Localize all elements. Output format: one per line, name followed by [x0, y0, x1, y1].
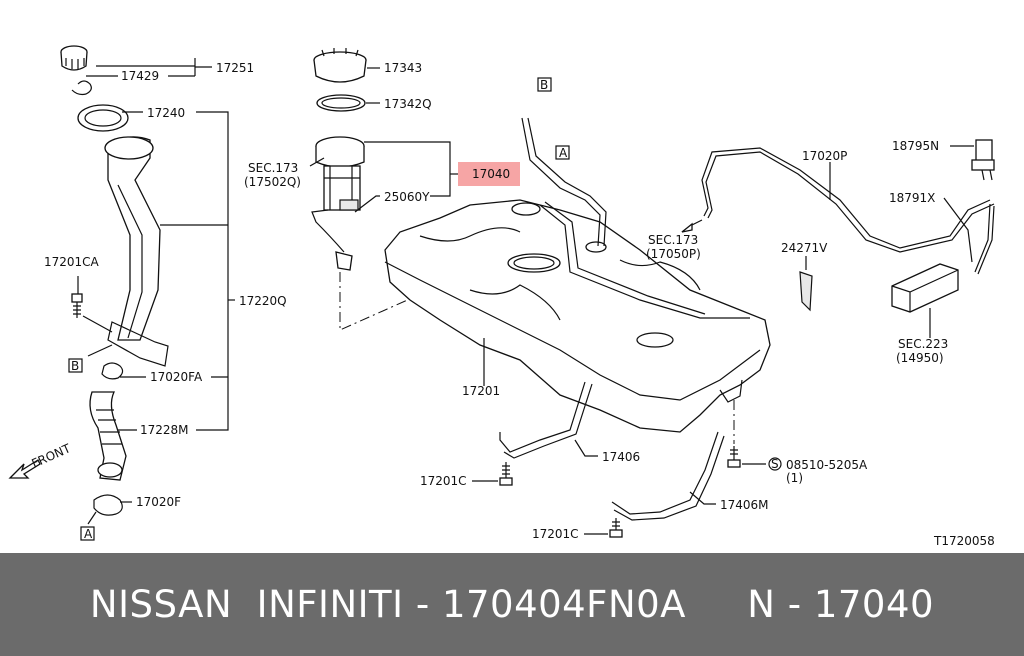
strap-17406m-drawing — [611, 431, 725, 521]
ref-a-left-label: A — [84, 527, 93, 541]
label-24271v: 24271V — [781, 241, 828, 255]
hose-18791x-drawing — [974, 203, 995, 275]
label-08510-qty: (1) — [786, 471, 803, 485]
part-number-text: NISSAN INFINITI - 170404FN0A N - 17040 — [89, 583, 935, 626]
ref-box-b-left — [68, 358, 83, 373]
label-17201ca: 17201CA — [44, 255, 100, 269]
label-17020f: 17020F — [136, 495, 181, 509]
vent-line-17020p-drawing — [701, 147, 995, 253]
figure-id: T1720058 — [933, 534, 995, 548]
label-17020p: 17020P — [802, 149, 847, 163]
leader-17406 — [574, 439, 598, 457]
ref-a-mid-label: A — [559, 146, 568, 160]
s-mark-icon — [768, 457, 782, 471]
label-sec223-line1: SEC.223 — [898, 337, 948, 351]
bolt-17201ca-drawing — [71, 293, 83, 318]
label-sec173-a-line2: (17502Q) — [244, 175, 301, 189]
label-sec223-line2: (14950) — [896, 351, 944, 365]
s-mark-label: S — [771, 457, 779, 471]
label-sec173-b-line2: (17050P) — [646, 247, 701, 261]
label-25060y: 25060Y — [384, 190, 430, 204]
label-17201: 17201 — [462, 384, 500, 398]
filler-cap-drawing — [60, 45, 92, 96]
label-08510-5205a: 08510-5205A — [786, 458, 868, 472]
label-17201c-lower: 17201C — [532, 527, 579, 541]
hose-drawing — [89, 362, 127, 516]
label-17251: 17251 — [216, 61, 254, 75]
front-arrow-icon: FRONT — [8, 441, 74, 479]
label-17228m: 17228M — [140, 423, 189, 437]
pump-dashdot-line — [339, 272, 431, 331]
label-17343: 17343 — [384, 61, 422, 75]
sec173b-arrow-icon — [681, 222, 693, 233]
fuel-tank-exploded-view: 17251 17429 17240 17201CA 17220Q 17020FA… — [8, 45, 995, 548]
gasket-drawing — [316, 94, 366, 112]
ref-box-a-mid — [555, 145, 570, 160]
ref-b-top-label: B — [540, 78, 548, 92]
clip-24271v-drawing — [799, 271, 813, 312]
ref-box-b-top — [537, 77, 552, 92]
label-sec173-a-line1: SEC.173 — [248, 161, 298, 175]
label-17406m: 17406M — [720, 498, 769, 512]
strap-17406-drawing — [499, 381, 593, 459]
bolt-08510-drawing — [727, 446, 741, 468]
filler-neck-drawing — [77, 104, 169, 367]
bolt-17201c-upper-drawing — [499, 462, 513, 486]
leader-18791x — [943, 197, 973, 263]
label-17342q: 17342Q — [384, 97, 432, 111]
label-17020fa: 17020FA — [150, 370, 203, 384]
part-number-banner: NISSAN INFINITI - 170404FN0A N - 17040 — [0, 553, 1024, 656]
label-17240: 17240 — [147, 106, 185, 120]
label-17201c-upper: 17201C — [420, 474, 467, 488]
label-18795n: 18795N — [892, 139, 939, 153]
label-17040: 17040 — [472, 167, 510, 181]
label-17220q: 17220Q — [239, 294, 287, 308]
label-17406: 17406 — [602, 450, 640, 464]
fuel-tank-drawing — [384, 117, 771, 433]
fuel-pump-module-drawing — [311, 136, 365, 271]
ref-box-a-left — [80, 526, 95, 541]
canister-drawing — [891, 263, 959, 313]
label-17429: 17429 — [121, 69, 159, 83]
left-leader-lines — [77, 58, 235, 525]
label-18791x: 18791X — [889, 191, 935, 205]
lock-ring-drawing — [313, 48, 367, 83]
valve-18795n-drawing — [971, 139, 995, 181]
ref-b-left-label: B — [71, 359, 79, 373]
front-label: FRONT — [30, 441, 74, 471]
highlight-17040 — [458, 162, 520, 186]
center-leader-lines — [309, 67, 458, 213]
leader-17406m — [689, 491, 716, 505]
label-sec173-b-line1: SEC.173 — [648, 233, 698, 247]
parts-diagram: 17251 17429 17240 17201CA 17220Q 17020FA… — [8, 45, 995, 548]
bolt-17201c-lower-drawing — [609, 518, 623, 538]
